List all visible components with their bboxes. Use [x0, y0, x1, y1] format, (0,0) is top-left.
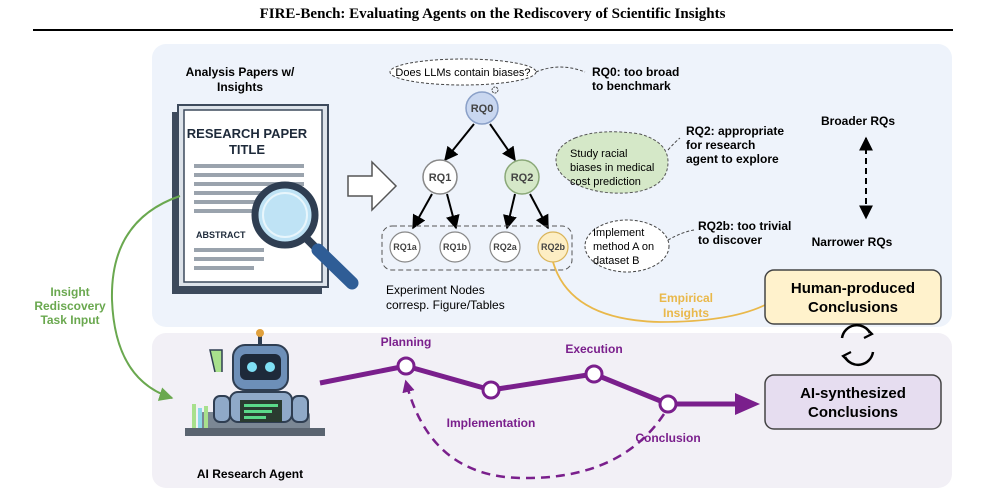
pipeline-node-execution — [584, 364, 604, 384]
bubble-rq2b-text-3: dataset B — [593, 255, 639, 267]
node-rq1b-label: RQ1b — [443, 242, 468, 252]
node-rq2-label: RQ2 — [511, 172, 534, 184]
paper-title-1: RESEARCH PAPER — [187, 126, 308, 141]
bubble-rq2b-text-2: method A on — [593, 241, 654, 253]
pipeline-node-implementation — [481, 380, 501, 400]
pipeline-label-execution: Execution — [565, 342, 622, 356]
papers-heading-1: Analysis Papers w/ — [186, 65, 295, 79]
narrower-label: Narrower RQs — [812, 235, 893, 249]
node-rq1a — [389, 231, 421, 263]
pipeline-arrowhead — [735, 393, 760, 415]
research-paper-icon: RESEARCH PAPER TITLE ABSTRACT — [172, 104, 359, 294]
node-rq1a-label: RQ1a — [393, 242, 418, 252]
node-rq2 — [504, 159, 540, 195]
human-conclusions-2: Conclusions — [808, 299, 898, 316]
task-input-2: Rediscovery — [34, 299, 106, 313]
note-rq2-1: RQ2: appropriate — [686, 124, 784, 138]
node-rq1b — [439, 231, 471, 263]
note-rq2-2: for research — [686, 138, 755, 152]
node-rq0 — [465, 91, 499, 125]
node-rq1-label: RQ1 — [429, 172, 452, 184]
bubble-rq2-text-1: Study racial — [570, 148, 627, 160]
ai-conclusions-2: Conclusions — [808, 404, 898, 421]
pipeline-node-conclusion — [658, 394, 678, 414]
hollow-arrow — [347, 160, 398, 212]
empirical-arrow — [552, 261, 766, 323]
robot-icon — [185, 329, 325, 436]
page-title: FIRE-Bench: Evaluating Agents on the Red… — [259, 6, 726, 22]
bottom-panel — [152, 333, 952, 488]
bubble-rq2b-text-1: Implement — [593, 227, 644, 239]
cycle-icon — [840, 323, 875, 367]
pipeline-line — [319, 363, 745, 407]
bubble-rq2b — [584, 219, 670, 273]
human-conclusions-1: Human-produced — [791, 280, 915, 297]
note-rq0-1: RQ0: too broad — [592, 65, 679, 79]
paper-title-2: TITLE — [229, 142, 265, 157]
pipeline-label-conclusion: Conclusion — [635, 431, 700, 445]
bubble-rq2-text-2: biases in medical — [570, 162, 654, 174]
pipeline-label-implementation: Implementation — [447, 416, 536, 430]
note-rq2-3: agent to explore — [686, 152, 779, 166]
bubble-rq2-text-3: cost prediction — [570, 176, 641, 188]
experiment-label-2: corresp. Figure/Tables — [386, 298, 505, 312]
top-panel — [152, 44, 952, 327]
task-input-3: Task Input — [40, 313, 99, 327]
papers-heading-2: Insights — [217, 80, 263, 94]
broader-label: Broader RQs — [821, 114, 895, 128]
node-rq2a — [489, 231, 521, 263]
node-rq2a-label: RQ2a — [493, 242, 518, 252]
note-rq2b-2: to discover — [698, 233, 762, 247]
node-rq1 — [422, 159, 458, 195]
human-conclusions-box — [764, 269, 942, 325]
bubble-rq2 — [555, 131, 669, 194]
node-rq2b-label: RQ2b — [541, 242, 566, 252]
task-input-1: Insight — [50, 285, 89, 299]
node-rq0-label: RQ0 — [471, 103, 494, 115]
note-rq2b-1: RQ2b: too trivial — [698, 219, 791, 233]
pipeline-node-planning — [396, 356, 416, 376]
note-rq0-2: to benchmark — [592, 79, 671, 93]
agent-label: AI Research Agent — [197, 467, 303, 481]
empirical-label-1: Empirical — [659, 291, 713, 305]
experiment-box — [381, 225, 573, 271]
experiment-label-1: Experiment Nodes — [386, 283, 485, 297]
pipeline-loop-arrow — [402, 379, 666, 480]
pipeline-label-planning: Planning — [381, 335, 432, 349]
ai-conclusions-1: AI-synthesized — [800, 385, 906, 402]
title-rule — [33, 29, 953, 31]
bubble-rq0-text: Does LLMs contain biases? — [395, 67, 530, 79]
task-input-arrow — [110, 195, 181, 401]
ai-conclusions-box — [764, 374, 942, 430]
paper-abstract: ABSTRACT — [196, 230, 246, 240]
empirical-label-2: Insights — [663, 306, 709, 320]
